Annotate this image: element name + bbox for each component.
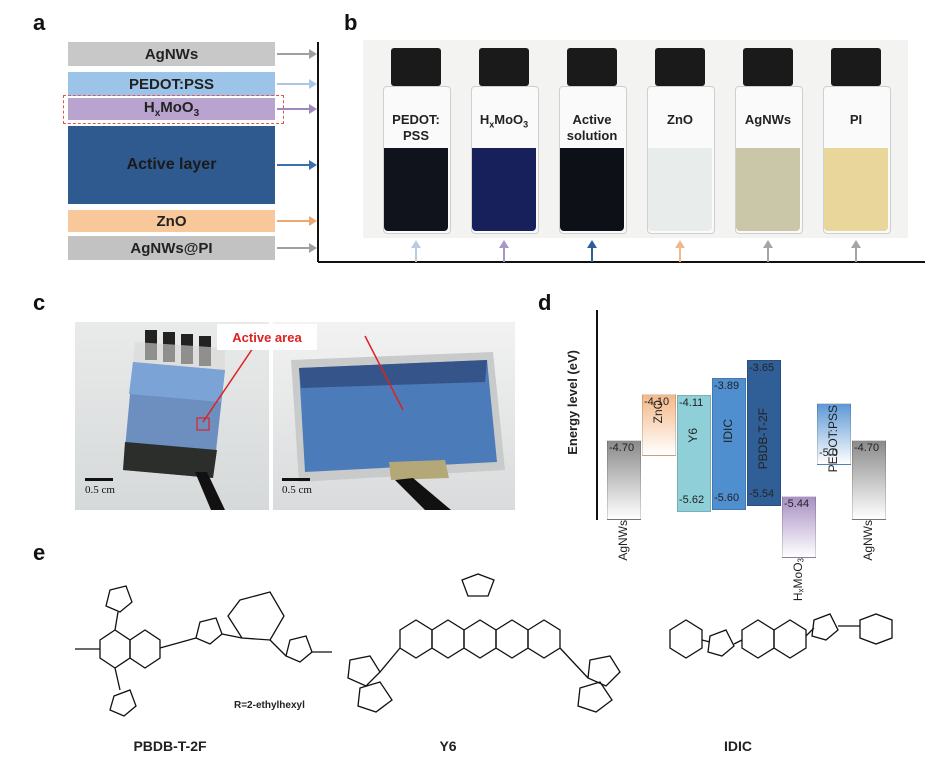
layer-label: AgNWs@PI (130, 239, 213, 257)
vial-label: ZnO (667, 112, 693, 127)
layer-active: Active layer (68, 126, 275, 204)
energy-bottom-label: -5.60 (714, 492, 740, 505)
vial-label: AgNWs (744, 112, 792, 127)
vial-label: PEDOT:PSS (392, 112, 440, 143)
energy-bar (817, 402, 851, 465)
vial-label: PI (849, 112, 863, 127)
layer-arrow-head (309, 243, 317, 253)
vial-liquid (560, 148, 624, 231)
layer-hxmoo3: HxMoO3 (68, 98, 275, 120)
energy-top-label: -4.70 (609, 441, 635, 454)
vial-cap (479, 48, 529, 86)
energy-bottom-label: -5.54 (749, 487, 775, 500)
energy-bar (607, 439, 641, 520)
vial-liquid (824, 148, 888, 231)
energy-top-label: -5.0 (819, 446, 838, 459)
vial-cap (831, 48, 881, 86)
layer-label: Active layer (126, 156, 217, 173)
panel-a-letter: a (33, 10, 46, 35)
panel-d-letter: d (538, 290, 552, 315)
layer-arrow-head (309, 160, 317, 170)
energy-top-label: -4.70 (854, 441, 880, 454)
energy-bar (712, 378, 746, 511)
energy-bottom-label: -5.62 (679, 493, 705, 506)
scale-label-left: 0.5 cm (85, 484, 115, 496)
energy-bar (747, 360, 781, 506)
energy-material-label: AgNWs (616, 519, 630, 561)
molecule-name: IDIC (724, 738, 752, 754)
vial-cap (567, 48, 617, 86)
vial-cap (743, 48, 793, 86)
vial-arrow-head (763, 240, 773, 248)
energy-top-label: -3.89 (714, 380, 740, 393)
panel-e-letter: e (33, 540, 46, 565)
panel-c-letter: c (33, 290, 46, 315)
energy-material-label: PEDOT:PSS (826, 404, 840, 472)
layer-zno: ZnO (68, 210, 275, 232)
layer-arrow-head (309, 216, 317, 226)
active-area-label: Active area (217, 324, 317, 350)
energy-bar (642, 394, 676, 457)
device-photo-right (273, 322, 515, 510)
vial-arrow-head (411, 240, 421, 248)
flexible-device-image (123, 330, 254, 510)
molecule-structures (75, 573, 893, 717)
energy-top-label: -4.10 (644, 396, 670, 409)
layer-label: ZnO (156, 212, 187, 230)
energy-material-label: IDIC (721, 419, 735, 444)
energy-bar (852, 439, 886, 520)
vial-cap (655, 48, 705, 86)
molecule-note: R=2-ethylhexyl (234, 700, 305, 711)
vial-arrow-head (851, 240, 861, 248)
energy-top-label: -5.44 (784, 498, 810, 511)
vial-liquid (648, 148, 712, 231)
idic-structure (669, 613, 893, 659)
vial-liquid (384, 148, 448, 231)
layer-pedot-pss: PEDOT:PSS (68, 72, 275, 96)
vial-liquid (472, 148, 536, 231)
vial-arrow-head (675, 240, 685, 248)
energy-bar (782, 496, 816, 559)
scale-bar-left (85, 478, 113, 481)
scale-bar-right (282, 478, 310, 481)
energy-material-label: AgNWs (861, 519, 875, 561)
energy-axis-label: Energy level (eV) (565, 350, 580, 455)
energy-material-label: Y6 (686, 428, 700, 444)
layer-arrow-head (309, 79, 317, 89)
energy-top-label: -4.11 (679, 396, 704, 409)
layer-agnws-top: AgNWs (68, 42, 275, 66)
energy-top-label: -3.65 (749, 362, 775, 374)
panel-b-letter: b (344, 10, 358, 35)
pbdb-t-2f-structure (75, 585, 332, 717)
scale-label-right: 0.5 cm (282, 484, 312, 496)
layer-arrow-head (309, 104, 317, 114)
layer-label: PEDOT:PSS (128, 75, 215, 93)
vial-liquid (736, 148, 800, 231)
vial-arrow-head (587, 240, 597, 248)
layer-label: AgNWs (144, 45, 199, 63)
molecule-name: PBDB-T-2F (133, 738, 207, 754)
energy-bar (677, 394, 711, 512)
layer-label: HxMoO3 (143, 99, 200, 119)
device-closeup-image (291, 335, 505, 510)
molecule-name: Y6 (439, 738, 457, 754)
energy-material-label: ZnO (651, 400, 665, 424)
energy-axis-line (596, 310, 598, 520)
device-photo-left (75, 322, 269, 510)
layer-arrow-head (309, 49, 317, 59)
layer-agnws-pi: AgNWs@PI (68, 236, 275, 260)
vial-cap (391, 48, 441, 86)
vial-label: HxMoO3 (479, 112, 529, 130)
vial-arrow-head (499, 240, 509, 248)
y6-structure (347, 573, 621, 713)
energy-material-label: PBDB-T-2F (756, 407, 770, 470)
panel-a-b-arrows (277, 42, 925, 263)
